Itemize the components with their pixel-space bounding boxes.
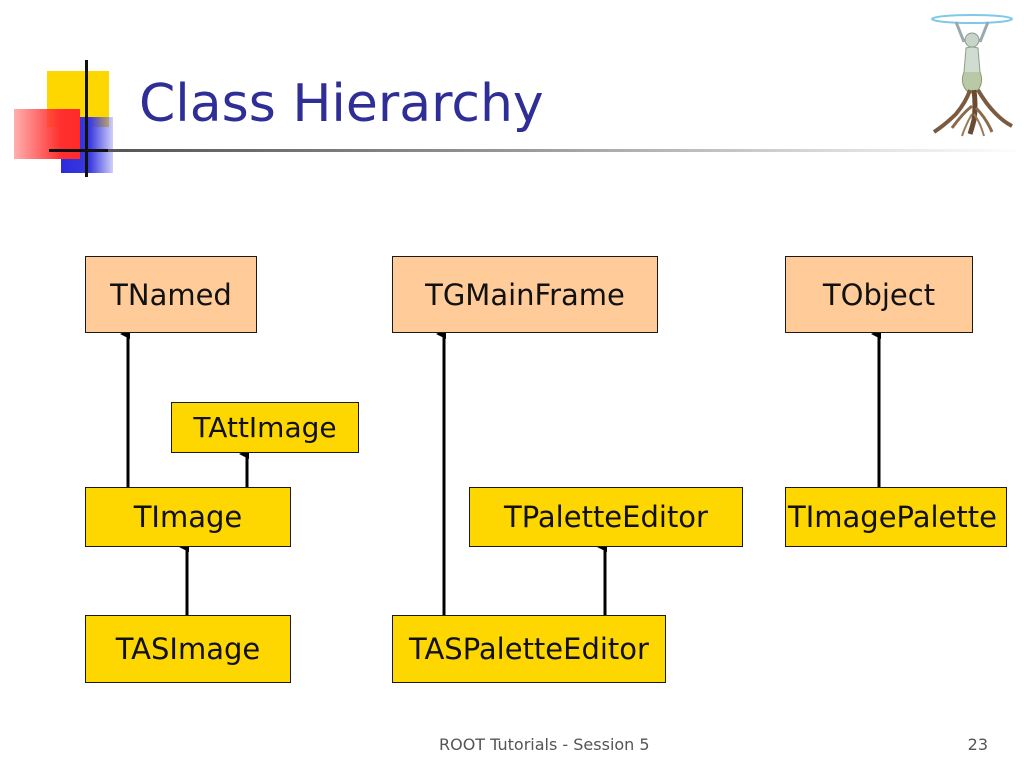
page-number: 23 [967,735,988,754]
class-box-timagepalette: TImagePalette [785,487,1007,547]
slide-footer: ROOT Tutorials - Session 5 [439,735,650,754]
class-box-tasimage: TASImage [85,615,291,683]
class-box-tnamed: TNamed [85,256,257,333]
class-box-tobject: TObject [785,256,973,333]
class-box-tpaletteeditor: TPaletteEditor [469,487,743,547]
slide-title: Class Hierarchy [139,74,544,134]
class-box-taspaletteeditor: TASPaletteEditor [392,615,666,683]
class-box-tattimage: TAttImage [171,402,359,453]
logo-vertical-line [85,60,88,177]
class-box-tgmainframe: TGMainFrame [392,256,658,333]
logo-horizontal-line [49,149,109,152]
root-mascot-icon [931,14,1013,137]
title-underline [108,149,1024,152]
class-box-timage: TImage [85,487,291,547]
